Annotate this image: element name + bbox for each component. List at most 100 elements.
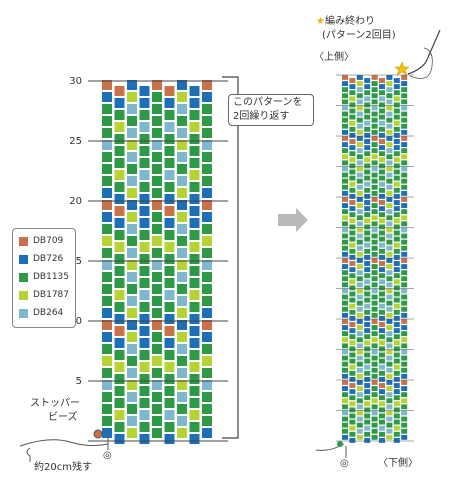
bead — [349, 139, 356, 144]
star-marker-icon — [394, 61, 410, 76]
bead — [127, 356, 137, 366]
bead — [371, 178, 378, 184]
bead — [401, 117, 408, 123]
bead — [386, 129, 393, 135]
bead — [393, 230, 400, 236]
bead — [371, 337, 378, 343]
bead — [349, 297, 356, 303]
bead — [342, 117, 348, 123]
bead — [393, 84, 400, 90]
bead — [102, 224, 112, 234]
bead — [342, 361, 348, 367]
bead — [393, 376, 400, 382]
bead — [379, 157, 385, 163]
bead — [127, 152, 137, 162]
bead — [379, 108, 385, 114]
bead — [114, 410, 125, 420]
bead — [364, 389, 371, 395]
bead — [139, 362, 150, 372]
bead — [349, 248, 356, 254]
bead — [371, 404, 378, 410]
bead — [356, 343, 363, 349]
bead — [364, 407, 371, 413]
bead — [364, 108, 371, 114]
bead — [164, 122, 175, 132]
bead — [349, 273, 356, 279]
bead — [386, 117, 393, 123]
bead — [401, 276, 408, 282]
bead — [356, 319, 363, 324]
tail-brace — [26, 447, 31, 462]
bead — [349, 151, 356, 157]
bead — [164, 266, 175, 276]
bead — [356, 367, 363, 373]
bead — [139, 182, 150, 192]
bead — [401, 319, 408, 324]
bead — [364, 248, 371, 254]
legend-item-db709: DB709 — [19, 235, 63, 247]
bead — [139, 170, 150, 180]
bead — [189, 422, 200, 432]
bead — [349, 193, 356, 199]
bead — [379, 328, 385, 334]
bead — [401, 93, 408, 99]
bead — [102, 404, 112, 414]
bead — [127, 392, 137, 402]
bead — [177, 368, 187, 378]
bead — [401, 233, 408, 239]
bead — [393, 169, 400, 175]
bead — [102, 140, 112, 150]
bead — [401, 184, 408, 190]
bead — [393, 431, 400, 437]
bead — [379, 291, 385, 297]
bead — [401, 221, 408, 227]
bead — [342, 184, 348, 190]
bead — [342, 416, 348, 422]
bead — [342, 75, 348, 80]
bead — [371, 81, 378, 86]
bead — [386, 87, 393, 93]
bead — [393, 395, 400, 401]
bead — [177, 272, 187, 282]
bead — [152, 164, 162, 174]
bead — [401, 398, 408, 404]
bead — [379, 132, 385, 138]
legend-item-db726: DB726 — [19, 253, 63, 265]
bead — [371, 398, 378, 404]
bead — [127, 272, 137, 282]
bead — [379, 334, 385, 340]
bead — [393, 248, 400, 254]
bead — [342, 166, 348, 172]
bead — [189, 182, 200, 192]
bead — [379, 90, 385, 96]
bead — [152, 188, 162, 198]
bead — [364, 383, 371, 388]
bead — [202, 416, 212, 426]
bead — [364, 181, 371, 187]
bead — [127, 236, 137, 246]
bead — [189, 206, 200, 216]
bead — [371, 282, 378, 288]
bead — [386, 215, 393, 221]
bead — [127, 344, 137, 354]
bead — [202, 104, 212, 114]
bead — [342, 197, 348, 202]
bead — [364, 376, 371, 382]
legend-swatch — [19, 272, 28, 282]
bead — [177, 392, 187, 402]
bead — [356, 264, 363, 269]
bead — [189, 230, 200, 240]
bead — [342, 367, 348, 373]
bead — [177, 152, 187, 162]
bead — [364, 206, 371, 212]
bead — [364, 267, 371, 273]
bead — [371, 434, 378, 440]
bead — [356, 361, 363, 367]
legend-item-db264: DB264 — [19, 307, 63, 319]
bead — [177, 164, 187, 174]
bead — [356, 355, 363, 361]
bead — [364, 370, 371, 376]
bead — [364, 145, 371, 151]
bead — [401, 160, 408, 166]
